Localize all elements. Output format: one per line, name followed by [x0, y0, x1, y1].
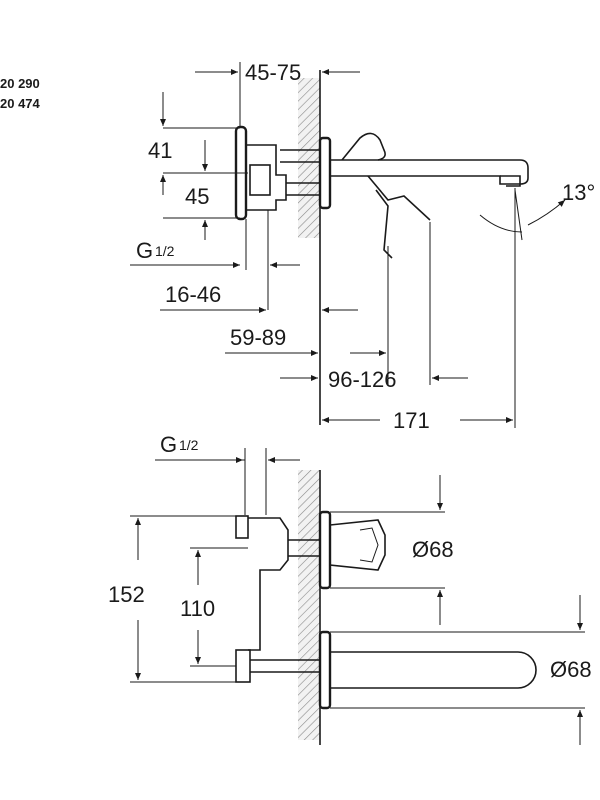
front-body-outline: [248, 517, 289, 651]
front-spout-escutcheon: [318, 630, 332, 710]
front-handle-escutcheon: [318, 510, 332, 590]
side-wall-hatch: [298, 78, 320, 238]
dim-152-label: 152: [108, 582, 145, 607]
front-thread-frac: 1/2: [179, 437, 199, 453]
front-thread-g: G: [160, 432, 177, 457]
angle-arc-left: [479, 214, 523, 233]
angle-arc-right: [527, 199, 566, 226]
dim-45-label: 45: [185, 184, 209, 209]
side-thread-frac: 1/2: [155, 243, 175, 259]
side-thread-g: G: [136, 238, 153, 263]
dim-45-75-label: 45-75: [245, 60, 301, 85]
side-view: 45-75 41 45 G 1/2 16-46 59-89 96-126: [130, 60, 595, 433]
front-wall-hatch: [298, 470, 320, 740]
side-mixer-body: [246, 144, 287, 211]
front-bottom-connector: [235, 649, 251, 683]
dim-96-126-label: 96-126: [328, 367, 397, 392]
product-code-2: 20 474: [0, 96, 41, 111]
side-right-escutcheon: [318, 136, 332, 210]
dim-dia-spout-label: Ø68: [550, 657, 592, 682]
side-lever-handle: [341, 132, 386, 161]
front-spout: [330, 651, 537, 689]
front-top-connector: [235, 515, 249, 539]
product-code-1: 20 290: [0, 76, 40, 91]
dim-59-89-label: 59-89: [230, 325, 286, 350]
front-handle-detail: [359, 527, 379, 563]
dim-16-46-label: 16-46: [165, 282, 221, 307]
side-cartridge: [249, 164, 271, 196]
side-aerator: [500, 175, 521, 187]
dim-171-label: 171: [393, 408, 430, 433]
angle-label: 13°: [562, 180, 595, 205]
dim-110-label: 110: [180, 596, 215, 621]
angle-ray: [514, 189, 523, 241]
side-lever-arm: [367, 175, 431, 221]
dim-41-label: 41: [148, 138, 172, 163]
front-handle-lever: [329, 519, 386, 571]
dim-dia-handle-label: Ø68: [412, 537, 454, 562]
side-spout: [330, 159, 529, 185]
front-view: G 1/2 Ø68 Ø68: [108, 432, 592, 745]
